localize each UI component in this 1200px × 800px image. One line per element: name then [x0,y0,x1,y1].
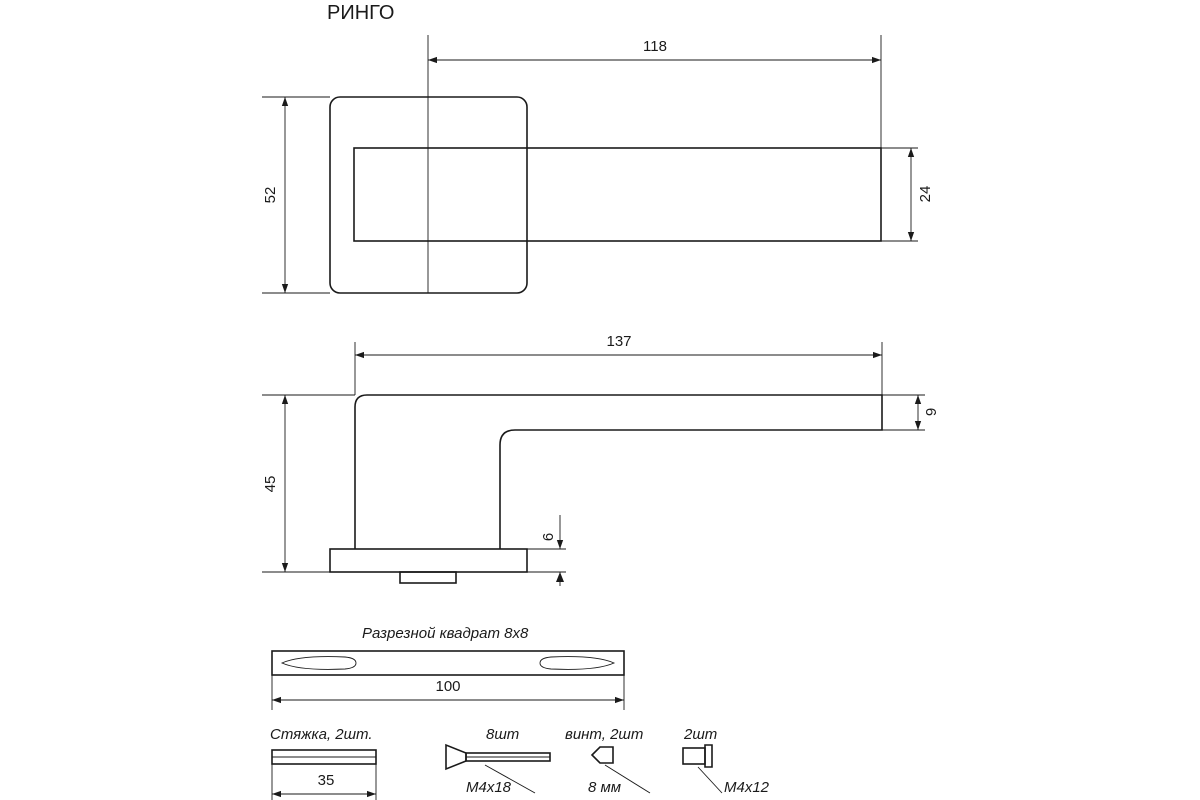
spindle-length-dim: 100 [435,678,460,695]
side-lever-outline [354,394,883,549]
screw-leader [484,764,536,794]
bolt-head [704,744,713,768]
spindle-view: Разрезной квадрат 8x8 100 [271,625,625,710]
spindle-slot-right [539,656,616,670]
bolt-leader [697,766,723,794]
coupler-length-dim: 35 [318,772,335,789]
lever-thickness-dim: 9 [923,408,940,416]
front-height-dim: 52 [262,187,279,204]
side-view: 137 45 9 6 [262,333,940,586]
drawing-title: РИНГО [327,2,394,24]
side-length-dim: 137 [606,333,631,350]
setscrew-body [590,746,614,764]
front-view: 118 52 24 [262,35,934,294]
bolt-size: M4x12 [724,779,770,796]
spindle-outline [271,650,625,676]
screw-qty: 8шт [486,726,519,743]
setscrew-caption: винт, 2шт [565,726,643,743]
rose-thickness-arrowhead [556,572,564,582]
front-rose-outline [329,96,528,294]
spindle-caption: Разрезной квадрат 8x8 [362,625,529,642]
screw-head [445,743,467,771]
setscrew-size: 8 мм [588,779,621,796]
screw-size: M4x18 [466,779,512,796]
bolt-shank [682,747,706,765]
setscrew-leader [604,764,651,794]
front-width-dim: 118 [643,38,667,55]
front-lever-outline [353,147,882,242]
side-spindle-stub [399,571,457,584]
side-height-dim: 45 [262,476,279,493]
coupler-caption: Стяжка, 2шт. [270,726,373,743]
rose-thickness-dim: 6 [540,533,557,541]
bolt-qty: 2шт [683,726,717,743]
side-rose-outline [329,548,528,573]
spindle-slot-left [280,656,357,670]
lever-height-dim: 24 [917,186,934,203]
fasteners: Стяжка, 2шт. 35 8шт M4x18 винт, 2шт 8 мм… [270,726,770,800]
